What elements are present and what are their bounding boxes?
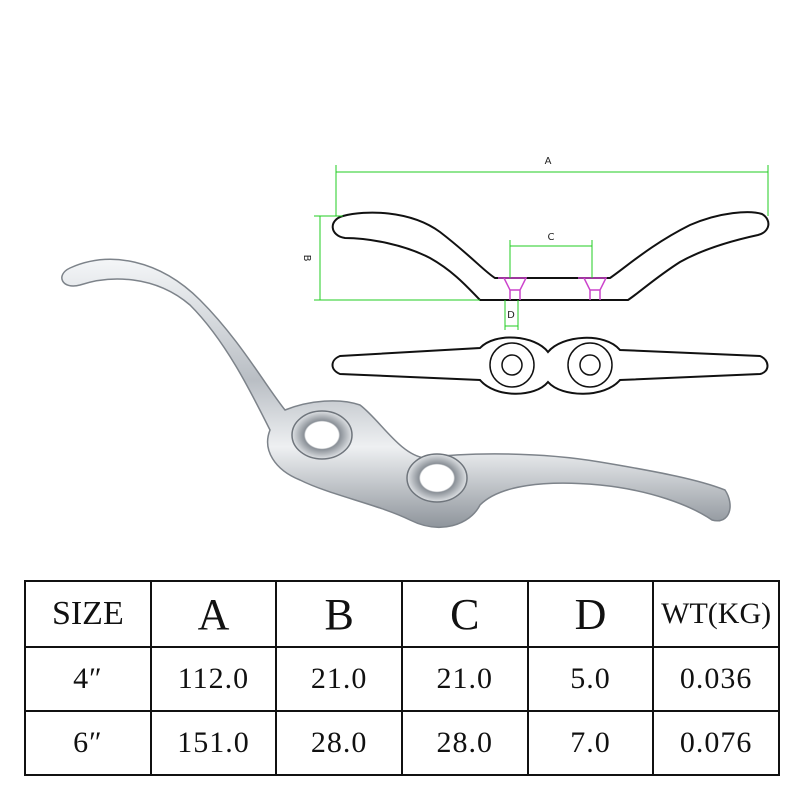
cell-a: 112.0 (149, 646, 278, 712)
top-view-outline (331, 336, 769, 395)
countersink-left (498, 277, 528, 300)
top-view-drawing (331, 336, 769, 395)
countersink-right (578, 277, 608, 300)
header-c: C (400, 580, 529, 648)
product-illustration: A B C D (61, 156, 770, 528)
top-view-hole-right-inner (579, 354, 601, 376)
cell-a: 151.0 (149, 710, 278, 776)
dim-d-label: D (507, 310, 515, 321)
cleat-photo-hole-right (406, 453, 468, 503)
cell-b: 28.0 (275, 710, 403, 776)
dim-b-label: B (301, 255, 312, 262)
top-view-hole-left-outer (489, 342, 535, 388)
table-row: 6″ 151.0 28.0 28.0 7.0 0.076 (24, 710, 780, 776)
dim-a-label: A (545, 156, 552, 167)
header-b: B (275, 580, 403, 648)
spec-table: SIZE A B C D WT(KG) 4″ 112.0 21.0 21.0 5… (24, 580, 780, 776)
cell-weight: 0.036 (652, 646, 780, 712)
cell-c: 21.0 (400, 646, 529, 712)
cleat-photo-hole-left (291, 410, 353, 460)
dim-c-label: C (548, 232, 555, 243)
header-size: SIZE (24, 580, 152, 648)
cell-weight: 0.076 (652, 710, 780, 776)
cell-b: 21.0 (275, 646, 403, 712)
side-view-drawing: A B C D (301, 156, 770, 330)
header-weight: WT(KG) (652, 580, 780, 648)
header-a: A (149, 580, 278, 648)
side-view-outline (331, 211, 770, 301)
cell-d: 5.0 (526, 646, 655, 712)
cell-size: 4″ (24, 646, 152, 712)
top-view-hole-right-outer (567, 342, 613, 388)
cell-d: 7.0 (526, 710, 655, 776)
cleat-photo (61, 258, 731, 528)
top-view-hole-left-inner (501, 354, 523, 376)
cleat-photo-body (61, 258, 731, 528)
table-row: 4″ 112.0 21.0 21.0 5.0 0.036 (24, 646, 780, 712)
spec-table-header-row: SIZE A B C D WT(KG) (24, 580, 780, 648)
header-d: D (526, 580, 655, 648)
cell-c: 28.0 (400, 710, 529, 776)
cell-size: 6″ (24, 710, 152, 776)
